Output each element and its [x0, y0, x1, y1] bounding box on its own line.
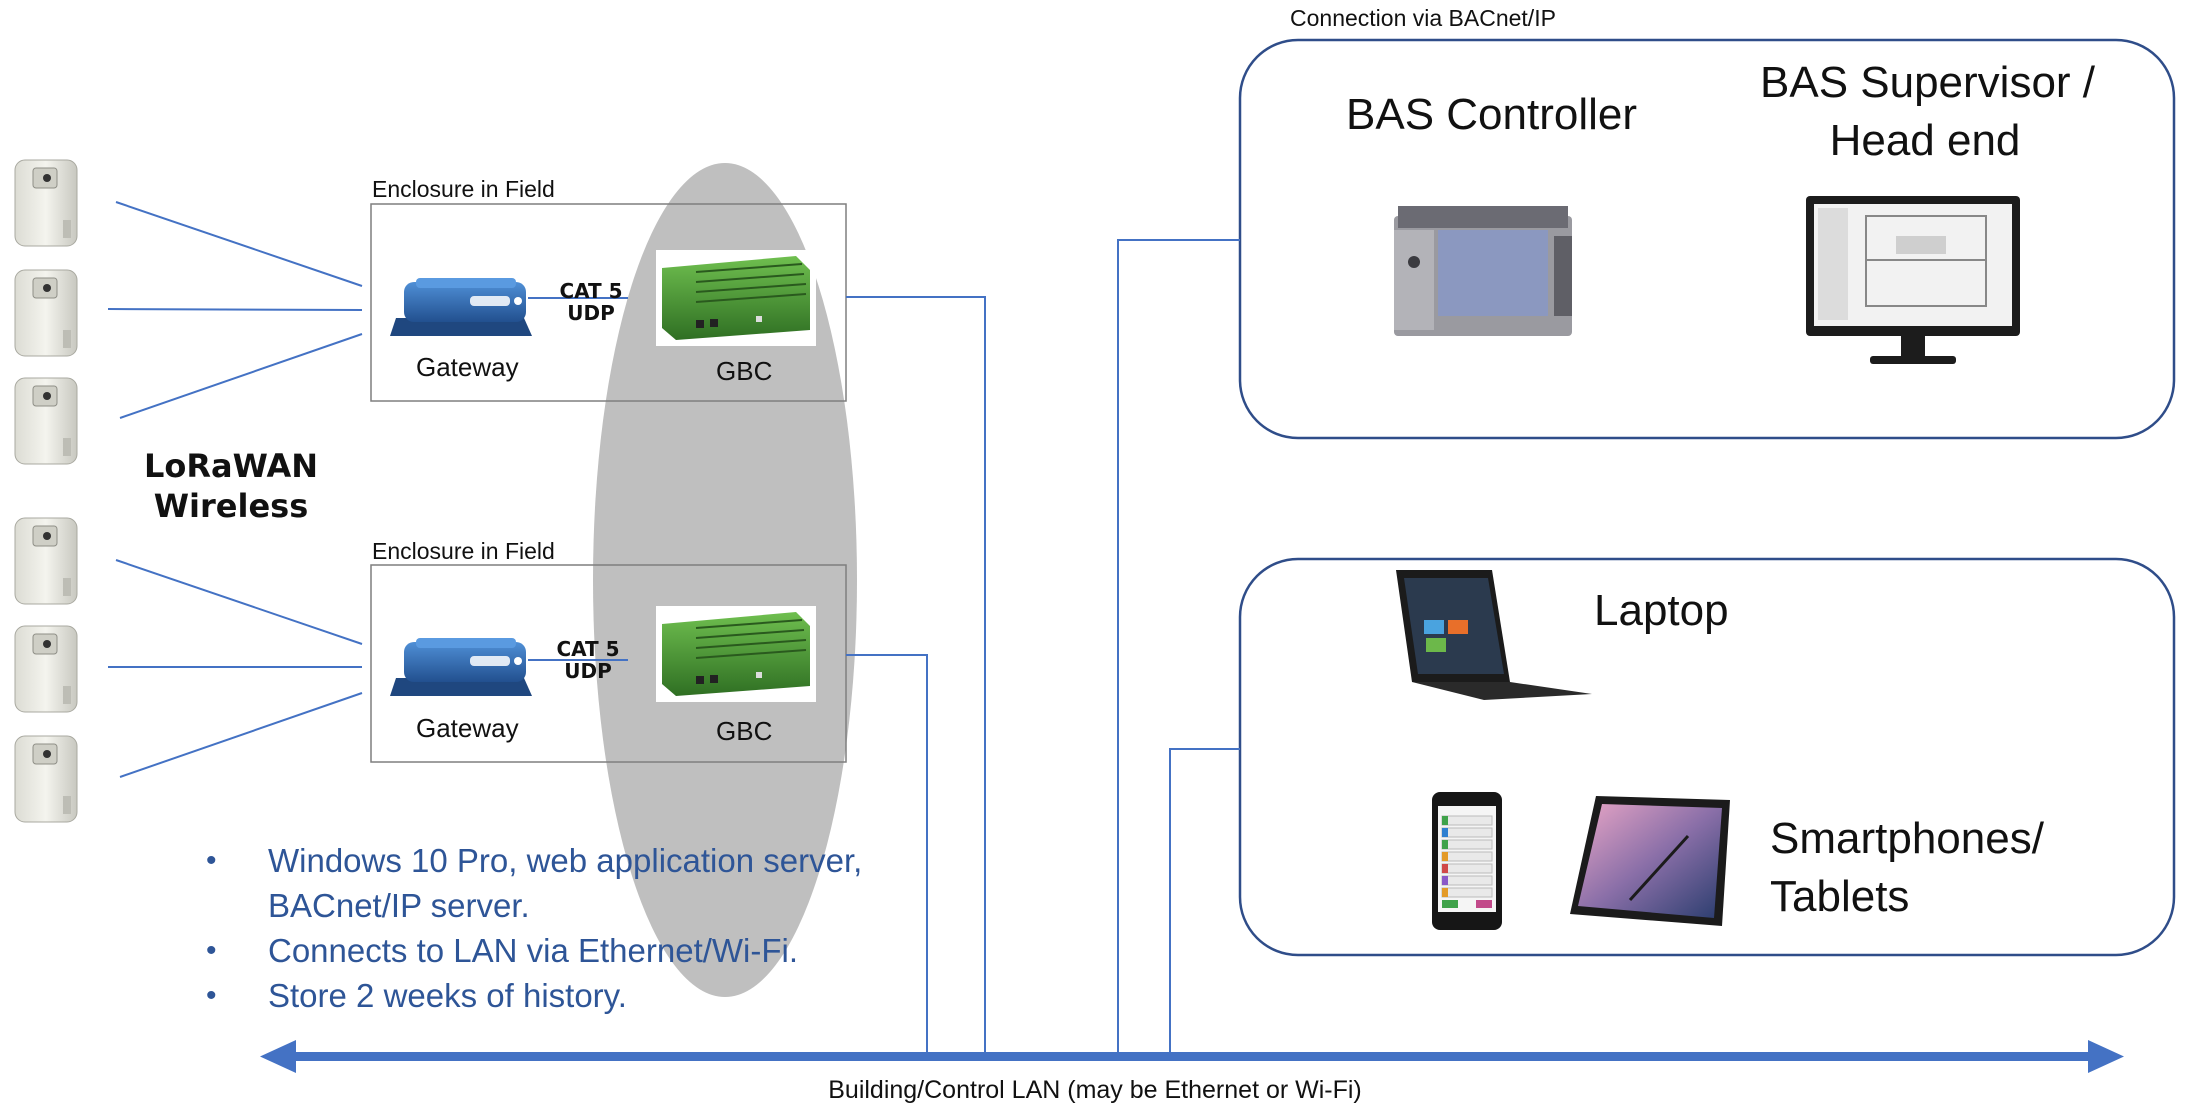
lorawan-sensor-icon	[14, 735, 78, 823]
wireless-line	[115, 201, 363, 287]
lorawan-label: LoRaWAN Wireless	[128, 446, 334, 526]
wireless-line	[119, 692, 363, 778]
gateway-label-top: Gateway	[416, 352, 519, 382]
enclosure-label-bottom: Enclosure in Field	[372, 538, 555, 564]
cat5-label-line-2: UDP	[564, 659, 612, 683]
gbc-device-icon	[656, 250, 816, 346]
lan-drop-gbc-bottom	[846, 654, 928, 1052]
bas-supervisor-label: BAS Supervisor / Head end	[1760, 54, 2096, 170]
lan-drop-lines	[846, 239, 1240, 1052]
bas-controller-icon	[1394, 206, 1572, 336]
wireless-line	[119, 333, 363, 419]
lorawan-sensor-icon	[14, 159, 78, 247]
feature-bullet: Windows 10 Pro, web application server,	[200, 838, 862, 883]
wireless-line	[107, 308, 363, 311]
smartphones-tablets-label: Smartphones/ Tablets	[1770, 810, 2044, 926]
connection-label: Connection via BACnet/IP	[1290, 5, 1556, 31]
wireless-line	[115, 559, 363, 645]
lorawan-sensor-icon	[14, 269, 78, 357]
lorawan-sensor-icon	[14, 625, 78, 713]
lan-drop-bas	[1117, 239, 1240, 1052]
tablet-icon	[1570, 796, 1730, 926]
gbc-highlight-ellipse	[593, 163, 857, 997]
bas-supervisor-line-2: Head end	[1829, 116, 2021, 165]
lorawan-sensor-icon	[14, 377, 78, 465]
feature-bullet: Store 2 weeks of history.	[200, 973, 862, 1018]
enclosure-box-top	[370, 203, 847, 402]
gbc-label-bottom: GBC	[716, 716, 773, 746]
double-arrow-icon	[260, 1040, 2124, 1073]
lan-label: Building/Control LAN (may be Ethernet or…	[828, 1076, 1362, 1104]
laptop-icon	[1396, 570, 1592, 700]
gbc-label-top: GBC	[716, 356, 773, 386]
cat5-label-line-1: CAT 5	[556, 637, 620, 661]
enclosure-label-top: Enclosure in Field	[372, 176, 555, 202]
lan-drop-gbc-top	[846, 296, 986, 1052]
monitor-icon	[1806, 196, 2020, 364]
lorawan-label-line-1: LoRaWAN	[143, 447, 318, 485]
feature-bullet: BACnet/IP server.	[268, 887, 530, 924]
cat5-label-line-1: CAT 5	[559, 279, 623, 303]
gateway-label-bottom: Gateway	[416, 713, 519, 743]
cat5-label-bottom: CAT 5 UDP	[545, 638, 631, 682]
wireless-links	[107, 201, 363, 778]
smartphone-icon	[1432, 792, 1502, 930]
gateway-device-icon	[390, 278, 532, 336]
lorawan-sensors	[14, 159, 78, 823]
cat5-label-top: CAT 5 UDP	[548, 280, 634, 324]
bas-supervisor-line-1: BAS Supervisor /	[1760, 58, 2096, 107]
cat5-label-line-2: UDP	[567, 301, 615, 325]
gbc-features-list: Windows 10 Pro, web application server, …	[200, 838, 862, 1018]
lorawan-sensor-icon	[14, 517, 78, 605]
feature-bullet: Connects to LAN via Ethernet/Wi-Fi.	[200, 928, 862, 973]
gateway-device-icon	[390, 638, 532, 696]
laptop-label: Laptop	[1594, 586, 1729, 635]
lorawan-label-line-2: Wireless	[153, 487, 309, 525]
smartphones-line-1: Smartphones/	[1770, 814, 2044, 863]
smartphones-line-2: Tablets	[1770, 872, 1910, 921]
lan-drop-clients	[1169, 748, 1240, 1052]
bas-controller-label: BAS Controller	[1346, 90, 1638, 139]
enclosure-box-bottom	[370, 564, 847, 763]
gbc-device-icon	[656, 606, 816, 702]
client-devices-box	[1238, 557, 2176, 957]
